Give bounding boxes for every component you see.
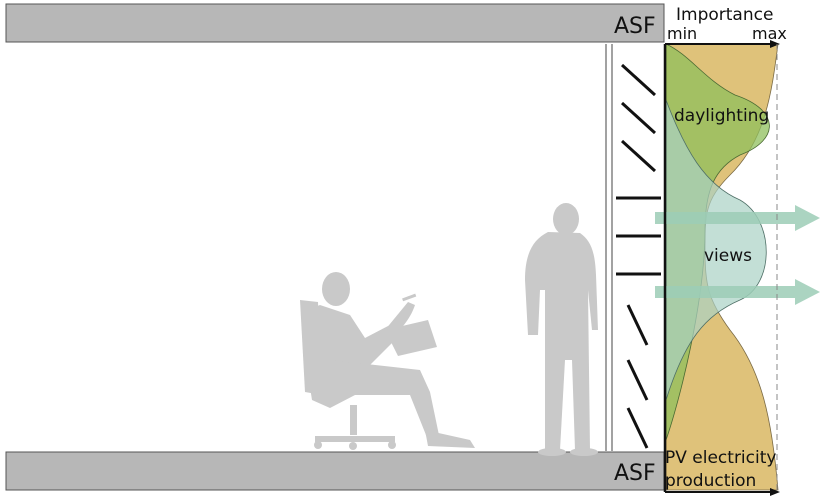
views-importance-area [665,99,767,401]
axis-arrowhead-top [770,40,780,48]
louvre [626,304,649,346]
view-arrow-upper [655,205,820,231]
louvre [626,359,649,401]
importance-label: Importance [676,5,773,25]
daylighting-label: daylighting [674,106,769,126]
max-label: max [752,24,787,43]
seated-person-silhouette-icon [300,272,475,450]
louvre [626,407,649,449]
view-arrow-lower [655,279,820,305]
floor-slab [5,451,665,491]
louvre [620,139,657,173]
min-label: min [667,24,697,43]
louvre [620,63,657,97]
pv-label-line2: production [665,471,756,491]
daylighting-importance-area [665,43,770,441]
views-label: views [704,246,752,266]
standing-person-silhouette-icon [525,203,598,456]
louvre [620,101,657,135]
pv-label-line1: PV electricity [665,448,776,468]
asf-label-bottom: ASF [614,461,656,486]
asf-label-top: ASF [614,14,656,39]
asf-louvres [616,63,661,449]
ceiling-slab [5,3,665,43]
axis-arrowhead-bottom [770,488,780,496]
